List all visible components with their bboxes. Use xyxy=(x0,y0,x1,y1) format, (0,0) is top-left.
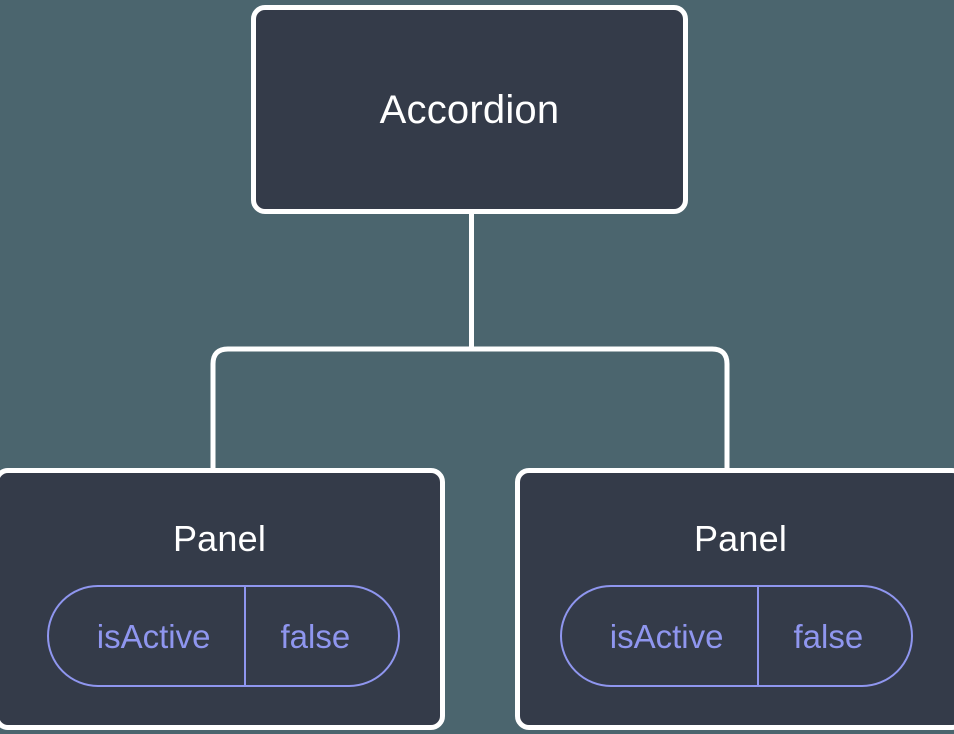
prop-value-label: false xyxy=(244,587,398,685)
edge-to-panel-right xyxy=(471,346,730,472)
node-panel-left-label: Panel xyxy=(172,518,267,559)
node-panel-right-label: Panel xyxy=(693,518,788,559)
prop-key-label: isActive xyxy=(609,617,724,655)
edge-to-panel-left xyxy=(210,346,472,472)
prop-value-label: false xyxy=(757,587,911,685)
node-accordion[interactable]: Accordion xyxy=(251,5,688,214)
prop-badge-isactive-left[interactable]: isActive false xyxy=(46,585,401,687)
node-accordion-label: Accordion xyxy=(379,87,560,132)
prop-key-label: isActive xyxy=(96,617,211,655)
node-panel-right[interactable]: Panel isActive false xyxy=(515,468,954,730)
prop-badge-isactive-right[interactable]: isActive false xyxy=(559,585,914,687)
node-panel-left[interactable]: Panel isActive false xyxy=(0,468,445,730)
